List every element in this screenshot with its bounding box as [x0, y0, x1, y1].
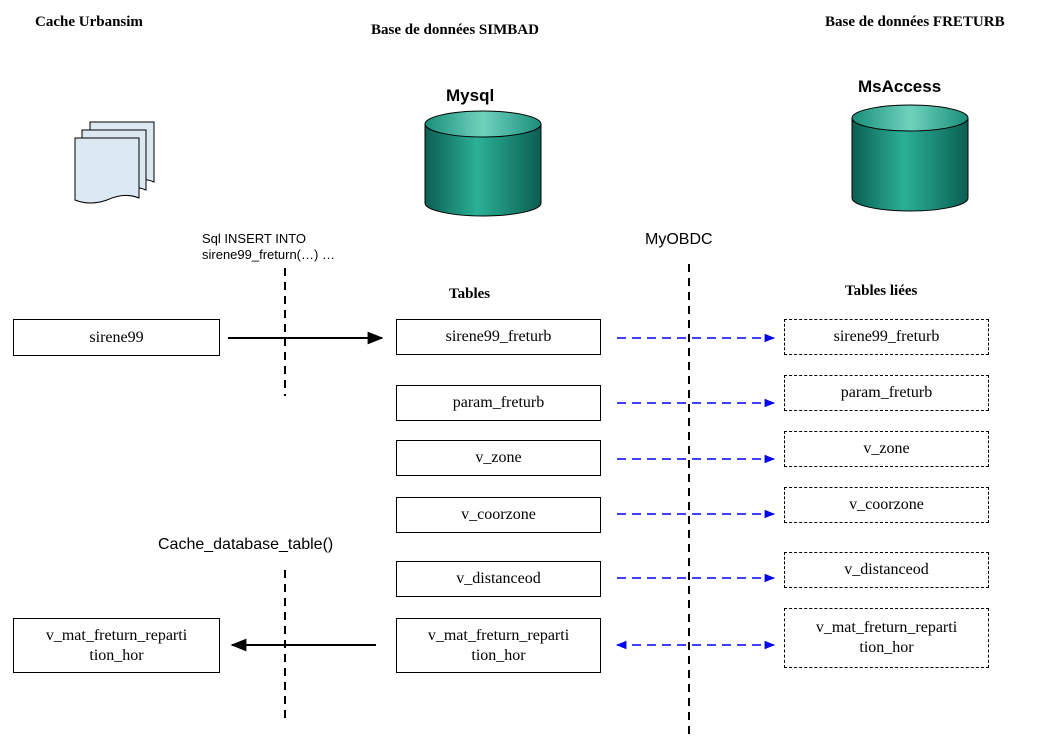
- linked-tables-section-label: Tables liées: [845, 283, 918, 299]
- mysql-label: Mysql: [446, 86, 495, 105]
- table-label: sirene99: [89, 328, 144, 346]
- table-label-line2: tion_hor: [89, 646, 144, 664]
- cache-function-label: Cache_database_table(): [158, 536, 334, 553]
- linked-table-v-zone[interactable]: v_zone: [784, 431, 989, 467]
- table-label-line1: v_mat_freturn_reparti: [45, 626, 188, 644]
- linked-table-sirene99-freturb[interactable]: sirene99_freturb: [784, 319, 989, 355]
- linked-table-v-distanceod[interactable]: v_distanceod: [784, 552, 989, 588]
- myobdc-label: MyOBDC: [645, 231, 713, 248]
- tables-section-label: Tables: [449, 286, 491, 302]
- sql-insert-annotation: Sql INSERT INTO sirene99_freturn(…) …: [202, 231, 335, 263]
- linked-table-param-freturb[interactable]: param_freturb: [784, 375, 989, 411]
- table-label-line1: v_distanceod: [456, 570, 541, 587]
- header-freturb-db: Base de données FRETURB: [825, 14, 1005, 30]
- table-label-line2: tion_hor: [471, 646, 526, 664]
- sql-insert-line1: Sql INSERT INTO: [202, 231, 307, 246]
- table-label-line1: v_coorzone: [849, 496, 924, 513]
- linked-table-v-coorzone[interactable]: v_coorzone: [784, 487, 989, 523]
- mysql-table-sirene99-freturb[interactable]: sirene99_freturb: [396, 319, 601, 355]
- mysql-table-v-coorzone[interactable]: v_coorzone: [396, 497, 601, 533]
- mysql-table-v-zone[interactable]: v_zone: [396, 440, 601, 476]
- cache-table-sirene99[interactable]: sirene99: [13, 319, 220, 356]
- table-label-line1: param_freturb: [452, 394, 545, 411]
- sql-insert-line2: sirene99_freturn(…) …: [202, 247, 335, 262]
- table-label-line1: v_coorzone: [461, 506, 536, 523]
- document-stack-icon: [74, 121, 155, 204]
- table-label-line1: sirene99_freturb: [833, 328, 940, 345]
- header-simbad-db: Base de données SIMBAD: [371, 22, 539, 38]
- table-label-line1: v_mat_freturn_reparti: [815, 619, 958, 636]
- mysql-table-param-freturb[interactable]: param_freturb: [396, 385, 601, 421]
- table-label-line1: param_freturb: [840, 384, 933, 401]
- msaccess-cylinder-icon: [851, 104, 969, 212]
- table-label-line1: v_zone: [475, 449, 522, 466]
- table-label-line2: tion_hor: [859, 639, 914, 656]
- cache-table-vmat[interactable]: v_mat_freturn_reparti tion_hor: [13, 618, 220, 673]
- mysql-table-v-mat[interactable]: v_mat_freturn_reparti tion_hor: [396, 618, 601, 673]
- linked-table-v-mat[interactable]: v_mat_freturn_reparti tion_hor: [784, 608, 989, 668]
- msaccess-label: MsAccess: [858, 77, 942, 96]
- table-label-line1: v_zone: [863, 440, 910, 457]
- mysql-cylinder-icon: [424, 110, 542, 217]
- header-cache-urbansim: Cache Urbansim: [35, 14, 143, 30]
- table-label-line1: v_distanceod: [844, 561, 929, 578]
- table-label-line1: v_mat_freturn_reparti: [427, 626, 570, 644]
- table-label-line1: sirene99_freturb: [445, 328, 552, 345]
- mysql-table-v-distanceod[interactable]: v_distanceod: [396, 561, 601, 597]
